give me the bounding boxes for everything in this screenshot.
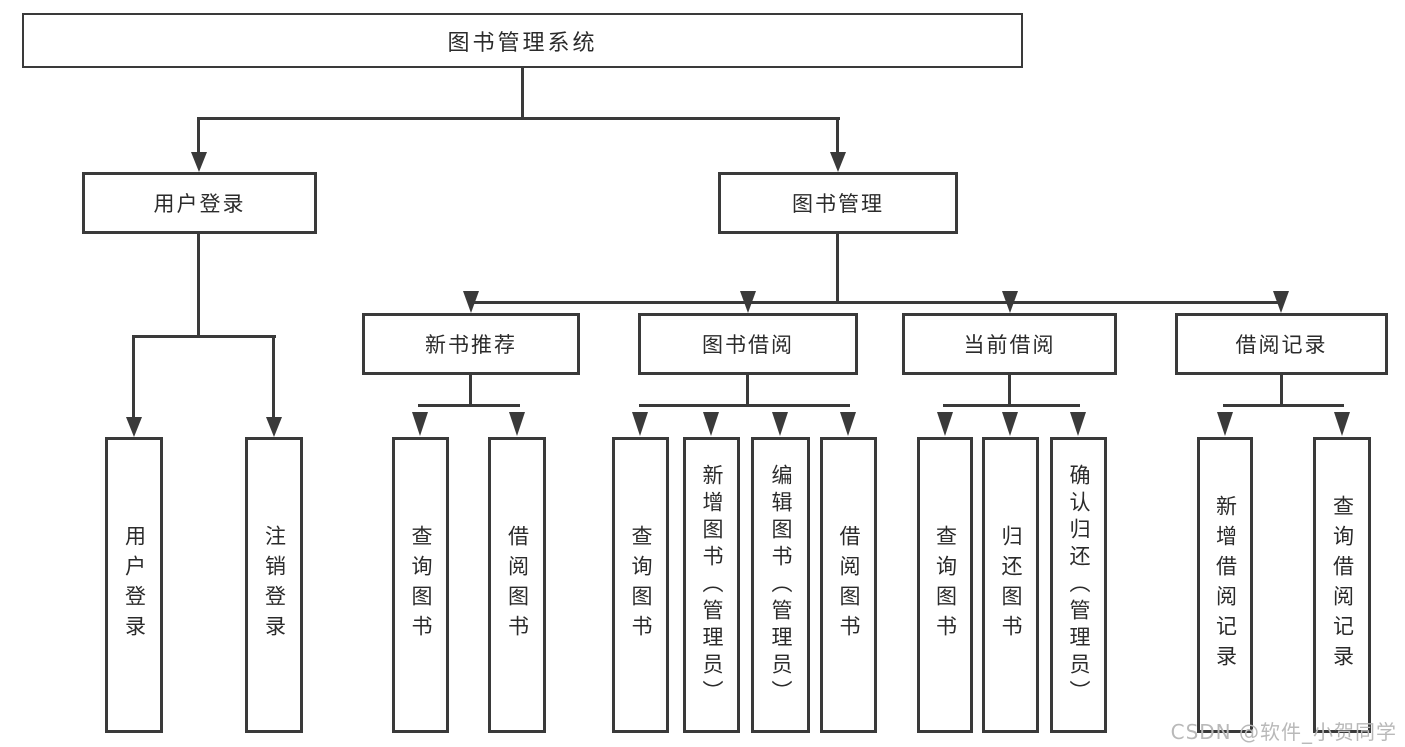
arrowhead-to-cb-return: [1002, 412, 1018, 436]
node-label-book-borrowing: 图书借阅: [702, 333, 794, 357]
node-label-leaf-user-login: 用户登录: [122, 525, 147, 645]
node-bb-edit-books-admin: 编辑图书（管理员）: [751, 437, 810, 733]
connector-root-bracket: [197, 117, 840, 120]
arrowhead-to-book-mgmt: [830, 152, 846, 172]
node-leaf-user-login: 用户登录: [105, 437, 163, 733]
arrowhead-to-br-query: [1334, 412, 1350, 436]
arrowhead-to-bb-query: [632, 412, 648, 436]
node-label-cb-confirm-return-admin: 确认归还（管理员）: [1067, 463, 1091, 707]
node-current-borrowing: 当前借阅: [902, 313, 1117, 375]
node-label-nb-borrow-books: 借阅图书: [505, 525, 530, 645]
node-label-bb-borrow-books: 借阅图书: [837, 525, 861, 645]
node-cb-query-books: 查询图书: [917, 437, 973, 733]
node-bb-query-books: 查询图书: [612, 437, 669, 733]
connector-user-login-trunk: [197, 234, 200, 338]
node-br-add-record: 新增借阅记录: [1197, 437, 1253, 733]
connector-new-book-rec-bracket: [418, 404, 520, 407]
node-label-cb-query-books: 查询图书: [933, 525, 958, 645]
node-label-book-management: 图书管理: [792, 192, 884, 216]
node-book-borrowing: 图书借阅: [638, 313, 858, 375]
node-label-leaf-logout: 注销登录: [262, 525, 287, 645]
connector-book-borrow-bracket: [639, 404, 850, 407]
connector-drop-leaf-logout: [272, 335, 275, 420]
node-label-br-add-record: 新增借阅记录: [1213, 495, 1238, 675]
connector-current-borrow-bracket: [943, 404, 1080, 407]
arrowhead-to-cb-confirm: [1070, 412, 1086, 436]
connector-borrow-record-trunk: [1280, 375, 1283, 407]
watermark-csdn: CSDN @软件_小贺同学: [1170, 720, 1397, 744]
node-label-bb-edit-books-admin: 编辑图书（管理员）: [769, 463, 793, 707]
connector-borrow-record-bracket: [1223, 404, 1344, 407]
connector-current-borrow-trunk: [1008, 375, 1011, 407]
node-label-current-borrowing: 当前借阅: [963, 333, 1056, 357]
node-label-borrowing-records: 借阅记录: [1235, 333, 1328, 357]
node-nb-borrow-books: 借阅图书: [488, 437, 546, 733]
arrowhead-to-current-borrow: [1002, 291, 1018, 313]
node-label-br-query-record: 查询借阅记录: [1330, 495, 1355, 675]
node-bb-borrow-books: 借阅图书: [820, 437, 877, 733]
node-label-cb-return-books: 归还图书: [999, 525, 1023, 645]
connector-user-login-bracket: [132, 335, 276, 338]
arrowhead-to-nb-borrow: [509, 412, 525, 436]
arrowhead-to-user-login: [191, 152, 207, 172]
connector-drop-book-mgmt: [836, 117, 839, 155]
connector-drop-leaf-user-login: [132, 335, 135, 420]
node-label-bb-query-books: 查询图书: [629, 525, 653, 645]
node-label-root: 图书管理系统: [447, 30, 598, 56]
node-nb-query-books: 查询图书: [392, 437, 449, 733]
arrowhead-to-book-borrow: [740, 291, 756, 313]
node-user-login: 用户登录: [82, 172, 317, 234]
node-cb-confirm-return-admin: 确认归还（管理员）: [1050, 437, 1107, 733]
arrowhead-to-leaf-user-login: [126, 417, 142, 437]
connector-drop-user-login: [197, 117, 200, 155]
arrowhead-to-bb-edit: [772, 412, 788, 436]
connector-root-trunk: [521, 68, 524, 120]
node-leaf-logout: 注销登录: [245, 437, 303, 733]
connector-book-borrow-trunk: [746, 375, 749, 407]
node-label-user-login: 用户登录: [153, 192, 246, 216]
node-label-bb-add-books-admin: 新增图书（管理员）: [700, 463, 724, 707]
arrowhead-to-borrow-record: [1273, 291, 1289, 313]
arrowhead-to-cb-query: [937, 412, 953, 436]
arrowhead-to-bb-borrow: [840, 412, 856, 436]
node-library-management-system: 图书管理系统: [22, 13, 1023, 68]
node-label-new-book-recommendation: 新书推荐: [425, 333, 517, 357]
arrowhead-to-br-add: [1217, 412, 1233, 436]
connector-new-book-rec-trunk: [469, 375, 472, 407]
node-label-nb-query-books: 查询图书: [409, 525, 433, 645]
arrowhead-to-bb-add: [703, 412, 719, 436]
node-borrowing-records: 借阅记录: [1175, 313, 1388, 375]
connector-book-mgmt-trunk: [836, 234, 839, 304]
arrowhead-to-nb-query: [412, 412, 428, 436]
node-new-book-recommendation: 新书推荐: [362, 313, 580, 375]
arrowhead-to-new-book-rec: [463, 291, 479, 313]
node-cb-return-books: 归还图书: [982, 437, 1039, 733]
node-br-query-record: 查询借阅记录: [1313, 437, 1371, 733]
arrowhead-to-leaf-logout: [266, 417, 282, 437]
node-bb-add-books-admin: 新增图书（管理员）: [683, 437, 740, 733]
node-book-management: 图书管理: [718, 172, 958, 234]
connector-book-mgmt-bracket: [469, 301, 1283, 304]
